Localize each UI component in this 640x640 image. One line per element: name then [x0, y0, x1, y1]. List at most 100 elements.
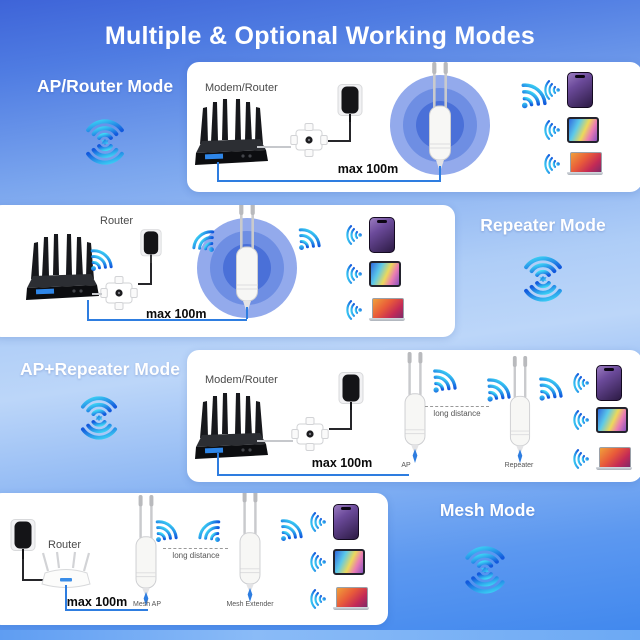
- ethernet-cable: [65, 585, 67, 611]
- ethernet-cable: [257, 146, 291, 148]
- wifi-signal-icon: [192, 513, 231, 552]
- laptop-screen: [599, 447, 631, 469]
- tablet-icon: [333, 549, 365, 575]
- power-cable: [328, 140, 350, 142]
- router-label: Router: [48, 539, 82, 551]
- wifi-signal-icon: [542, 120, 562, 140]
- long-distance-label: long distance: [172, 551, 220, 560]
- modem-router-label: Modem/Router: [205, 82, 278, 94]
- client-row: [542, 72, 593, 108]
- client-row: [308, 504, 359, 540]
- smartphone-icon: [333, 504, 359, 540]
- wifi-signal-icon: [308, 512, 328, 532]
- power-cable: [22, 579, 46, 581]
- camera-notch: [604, 368, 614, 371]
- client-row: [571, 447, 632, 471]
- max-100m-label: max 100m: [311, 456, 373, 470]
- laptop-icon: [333, 587, 369, 611]
- max-100m-label: max 100m: [66, 595, 128, 609]
- poe-injector-image: [291, 416, 329, 452]
- mesh-extender-label: Mesh Extender: [226, 601, 274, 608]
- panel-repeater-mode: Router max 100m: [0, 205, 455, 337]
- double-wifi-icon: [77, 387, 121, 449]
- ethernet-cable: [87, 319, 247, 321]
- client-row: [344, 298, 405, 322]
- client-row: [571, 365, 622, 401]
- ethernet-cable: [92, 293, 102, 295]
- long-distance-line: [425, 406, 489, 407]
- page-title: Multiple & Optional Working Modes: [104, 22, 536, 50]
- smartphone-icon: [369, 217, 395, 253]
- wifi-signal-icon: [571, 410, 591, 430]
- power-adapter-image: [337, 84, 363, 126]
- wifi-signal-icon: [308, 589, 328, 609]
- camera-notch: [341, 507, 351, 510]
- modem-router-image: [193, 94, 269, 172]
- client-row: [308, 587, 369, 611]
- client-row: [542, 117, 599, 143]
- camera-notch: [377, 220, 387, 223]
- wifi-signal-icon: [542, 80, 562, 100]
- panel-ap-router-mode: Modem/Router max 100m: [187, 62, 640, 192]
- laptop-icon: [567, 152, 603, 176]
- laptop-screen: [372, 298, 404, 320]
- client-row: [308, 549, 365, 575]
- wifi-signal-icon: [308, 552, 328, 572]
- client-row: [344, 217, 395, 253]
- ethernet-cable: [217, 453, 219, 476]
- panel-mesh-mode: Router max 100m Mesh AP long distance Me…: [0, 493, 388, 625]
- laptop-base: [567, 172, 603, 175]
- power-adapter-image: [10, 519, 36, 561]
- max-100m-label: max 100m: [337, 162, 399, 176]
- tablet-icon: [369, 261, 401, 287]
- smartphone-icon: [596, 365, 622, 401]
- client-row: [571, 407, 628, 433]
- mesh-extender-image: [235, 493, 265, 603]
- mesh-ap-label: Mesh AP: [132, 601, 161, 608]
- ethernet-cable: [257, 440, 293, 442]
- client-row: [542, 152, 603, 176]
- mode-label-mesh: Mesh Mode: [439, 500, 536, 520]
- double-wifi-icon: [82, 110, 128, 174]
- power-adapter-image: [140, 229, 162, 265]
- bottom-accent-band: [0, 630, 640, 640]
- power-cable: [22, 559, 24, 581]
- laptop-base: [596, 467, 632, 470]
- long-distance-line: [163, 548, 228, 549]
- outdoor-ap-image: [424, 62, 456, 180]
- ethernet-cable: [217, 180, 441, 182]
- client-row: [344, 261, 401, 287]
- tablet-icon: [596, 407, 628, 433]
- tablet-icon: [567, 117, 599, 143]
- wifi-signal-icon: [344, 264, 364, 284]
- laptop-icon: [596, 447, 632, 471]
- power-cable: [138, 283, 152, 285]
- laptop-base: [333, 607, 369, 610]
- mode-label-ap-repeater: AP+Repeater Mode: [20, 359, 180, 379]
- ethernet-cable: [439, 166, 441, 180]
- double-wifi-icon: [461, 537, 509, 603]
- laptop-screen: [570, 152, 602, 174]
- double-wifi-icon: [520, 247, 566, 311]
- smartphone-icon: [567, 72, 593, 108]
- repeater-node-label: Repeater: [504, 462, 534, 469]
- laptop-base: [369, 318, 405, 321]
- poe-injector-image: [100, 275, 138, 311]
- panel-ap-repeater-mode: Modem/Router max 100m AP long distance R…: [187, 350, 640, 482]
- modem-router-image: [193, 388, 269, 466]
- ethernet-cable: [217, 474, 409, 476]
- power-cable: [329, 428, 351, 430]
- wifi-signal-icon: [542, 154, 562, 174]
- poe-injector-image: [290, 122, 328, 158]
- power-adapter-image: [338, 372, 364, 414]
- ethernet-cable: [65, 609, 148, 611]
- wifi-signal-icon: [269, 512, 308, 551]
- router-label: Router: [100, 215, 134, 227]
- power-cable: [350, 410, 352, 430]
- wifi-signal-icon: [571, 449, 591, 469]
- wifi-signal-icon: [344, 300, 364, 320]
- ethernet-cable: [246, 307, 248, 319]
- laptop-screen: [336, 587, 368, 609]
- ethernet-cable: [217, 162, 219, 182]
